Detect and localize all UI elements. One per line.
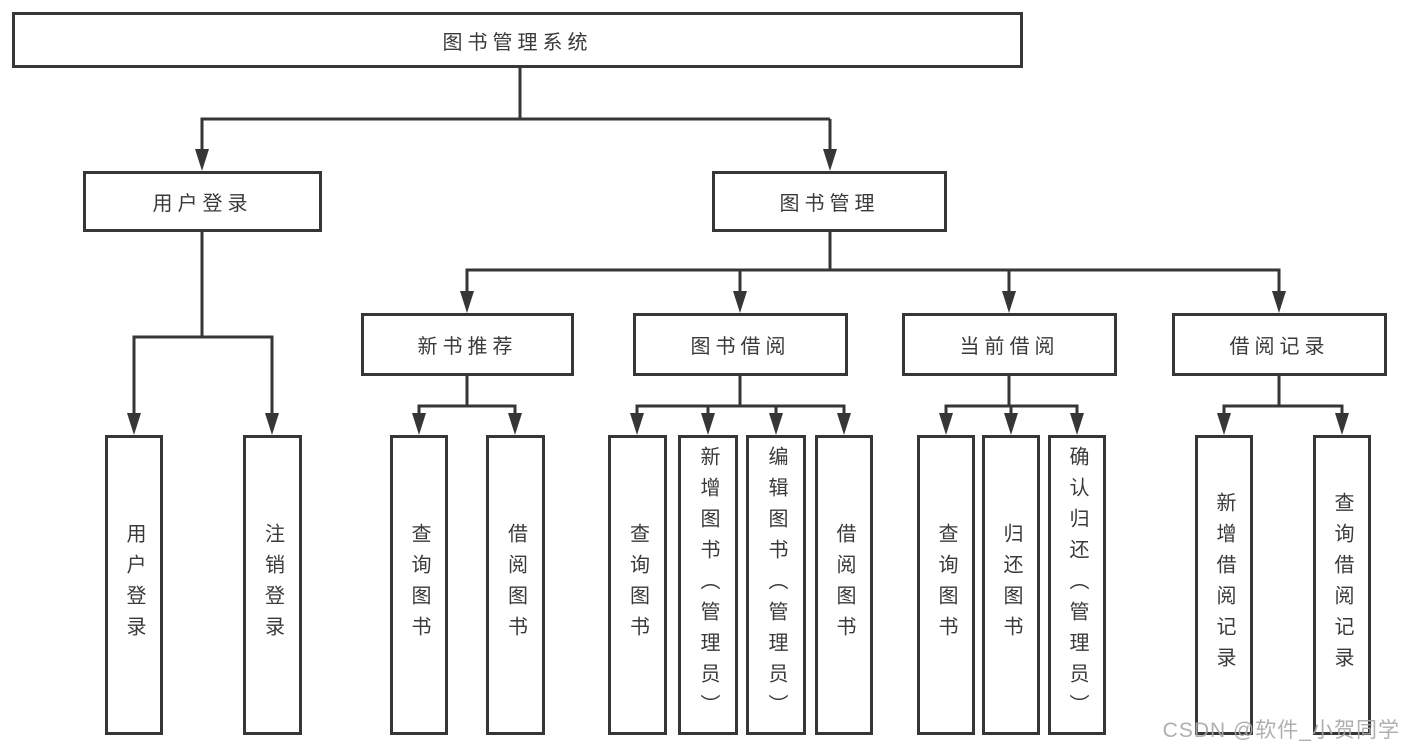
leaf-current-return-books: 归还图书: [982, 435, 1040, 735]
connector-current-borrowing-to-leaves: [939, 376, 1084, 435]
leaf-records-query-record-label: 查询借阅记录: [1331, 492, 1353, 678]
leaf-borrow-add-books-admin: 新增图书（管理员）: [678, 435, 738, 735]
leaf-records-query-record: 查询借阅记录: [1313, 435, 1371, 735]
leaf-borrow-query-books-label: 查询图书: [626, 523, 649, 647]
leaf-current-confirm-return-admin-label: 确认归还（管理员）: [1066, 445, 1088, 725]
leaf-current-query-books-label: 查询图书: [935, 523, 957, 647]
leaf-user-login: 用户登录: [105, 435, 163, 735]
node-borrowing-records-label: 借阅记录: [1229, 336, 1330, 358]
connector-book-borrowing-to-leaves: [630, 376, 851, 435]
node-book-borrowing-label: 图书借阅: [690, 336, 791, 358]
leaf-borrow-add-books-admin-label: 新增图书（管理员）: [697, 445, 719, 725]
leaf-current-query-books: 查询图书: [917, 435, 975, 735]
node-book-management-label: 图书管理: [779, 193, 880, 215]
leaf-current-confirm-return-admin: 确认归还（管理员）: [1048, 435, 1106, 735]
leaf-logout-label: 注销登录: [261, 523, 284, 647]
node-new-book-recommend: 新书推荐: [361, 313, 574, 376]
leaf-records-add-record-label: 新增借阅记录: [1213, 492, 1235, 678]
node-book-management: 图书管理: [712, 171, 947, 232]
connector-root-to-level2: [195, 68, 837, 171]
leaf-recommend-borrow-books-label: 借阅图书: [504, 523, 527, 647]
connector-borrowing-records-to-leaves: [1217, 376, 1349, 435]
connector-user-login-to-leaves: [127, 232, 279, 435]
connector-new-book-recommend-to-leaves: [412, 376, 522, 435]
leaf-recommend-query-books: 查询图书: [390, 435, 448, 735]
node-current-borrowing: 当前借阅: [902, 313, 1117, 376]
node-current-borrowing-label: 当前借阅: [959, 336, 1060, 358]
leaf-current-return-books-label: 归还图书: [1000, 523, 1022, 647]
node-borrowing-records: 借阅记录: [1172, 313, 1387, 376]
leaf-borrow-edit-books-admin: 编辑图书（管理员）: [746, 435, 806, 735]
node-new-book-recommend-label: 新书推荐: [417, 336, 518, 358]
node-user-login: 用户登录: [83, 171, 322, 232]
leaf-borrow-edit-books-admin-label: 编辑图书（管理员）: [765, 445, 787, 725]
node-user-login-label: 用户登录: [152, 193, 253, 215]
leaf-borrow-query-books: 查询图书: [608, 435, 667, 735]
leaf-recommend-borrow-books: 借阅图书: [486, 435, 545, 735]
node-book-borrowing: 图书借阅: [633, 313, 848, 376]
leaf-logout: 注销登录: [243, 435, 302, 735]
leaf-borrow-borrow-books: 借阅图书: [815, 435, 873, 735]
leaf-records-add-record: 新增借阅记录: [1195, 435, 1253, 735]
leaf-borrow-borrow-books-label: 借阅图书: [833, 523, 855, 647]
node-library-system-label: 图书管理系统: [442, 31, 593, 54]
leaf-user-login-label: 用户登录: [123, 523, 145, 647]
csdn-watermark: CSDN @软件_小贺同学: [1162, 719, 1400, 742]
leaf-recommend-query-books-label: 查询图书: [408, 523, 430, 647]
connector-book-mgmt-to-level3: [460, 232, 1286, 313]
node-library-system: 图书管理系统: [12, 12, 1023, 68]
